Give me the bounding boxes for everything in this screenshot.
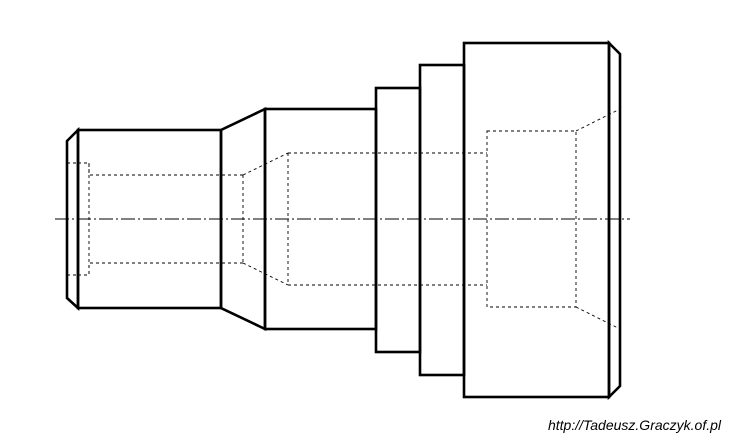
right-chamfer-end <box>607 39 622 401</box>
small-bore-bottom <box>78 262 243 276</box>
small-bore-top <box>78 162 243 176</box>
right-head <box>462 41 611 399</box>
right-cone-bottom <box>575 306 621 330</box>
right-cone-top <box>575 108 621 132</box>
collar-step-1 <box>374 86 422 354</box>
hidden-internal-contour <box>67 108 621 330</box>
visible-outline <box>65 39 622 401</box>
author-credit: http://Tadeusz.Graczyk.of.pl <box>547 417 721 433</box>
collar-step-2 <box>418 63 466 377</box>
large-counterbore <box>486 130 577 308</box>
bore-cone-bottom <box>242 262 289 286</box>
bore-cone-top <box>242 152 289 176</box>
